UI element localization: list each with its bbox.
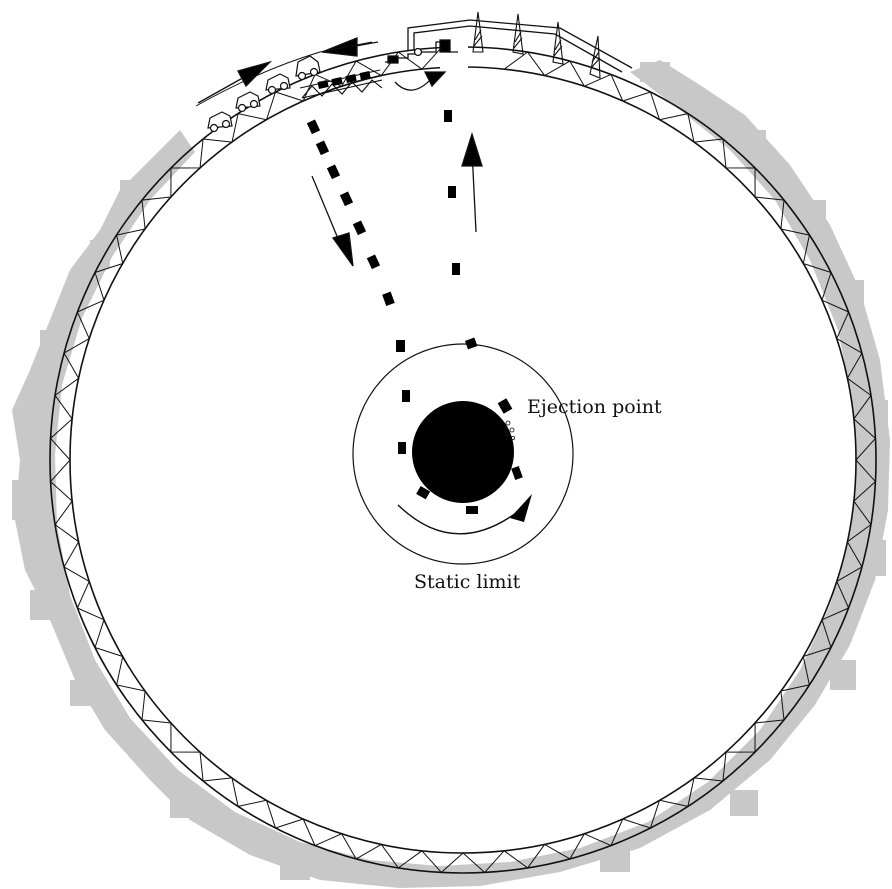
cart-icon — [265, 73, 291, 95]
cart-icon — [295, 55, 321, 81]
curved-arrow-head — [423, 71, 447, 88]
cart-arrow-head — [237, 60, 273, 88]
static-limit-circle — [352, 343, 574, 565]
tower-icon — [512, 13, 524, 55]
up-arrow-head — [461, 131, 483, 167]
carts — [207, 55, 321, 133]
cart-icon — [235, 91, 261, 113]
core-blocks — [398, 390, 523, 514]
tower-icons — [472, 11, 601, 79]
orbit-arc — [397, 504, 521, 535]
tower-icon — [552, 21, 564, 65]
down-arrow-head — [331, 232, 354, 267]
static-limit-label: Static limit — [414, 571, 521, 593]
central-mass — [412, 401, 514, 503]
inbound-path-blocks — [306, 119, 405, 352]
curved-arrow — [394, 77, 433, 91]
conveyor-blocks — [317, 71, 371, 89]
top-left-arrow-head — [321, 37, 358, 57]
ejection-point-label: Ejection point — [527, 396, 662, 418]
truss-diagonals — [50, 47, 876, 873]
truss-zigzag — [50, 47, 876, 873]
cart-icon — [207, 111, 233, 133]
tower-icon — [472, 11, 484, 53]
orbit-arrow — [510, 494, 532, 522]
docking-machinery — [385, 19, 633, 73]
cart-rail — [195, 41, 373, 107]
outbound-path-blocks — [444, 110, 478, 350]
ejection-debris — [504, 420, 515, 440]
tower-icon — [589, 35, 601, 79]
ground-silhouette — [12, 60, 890, 888]
